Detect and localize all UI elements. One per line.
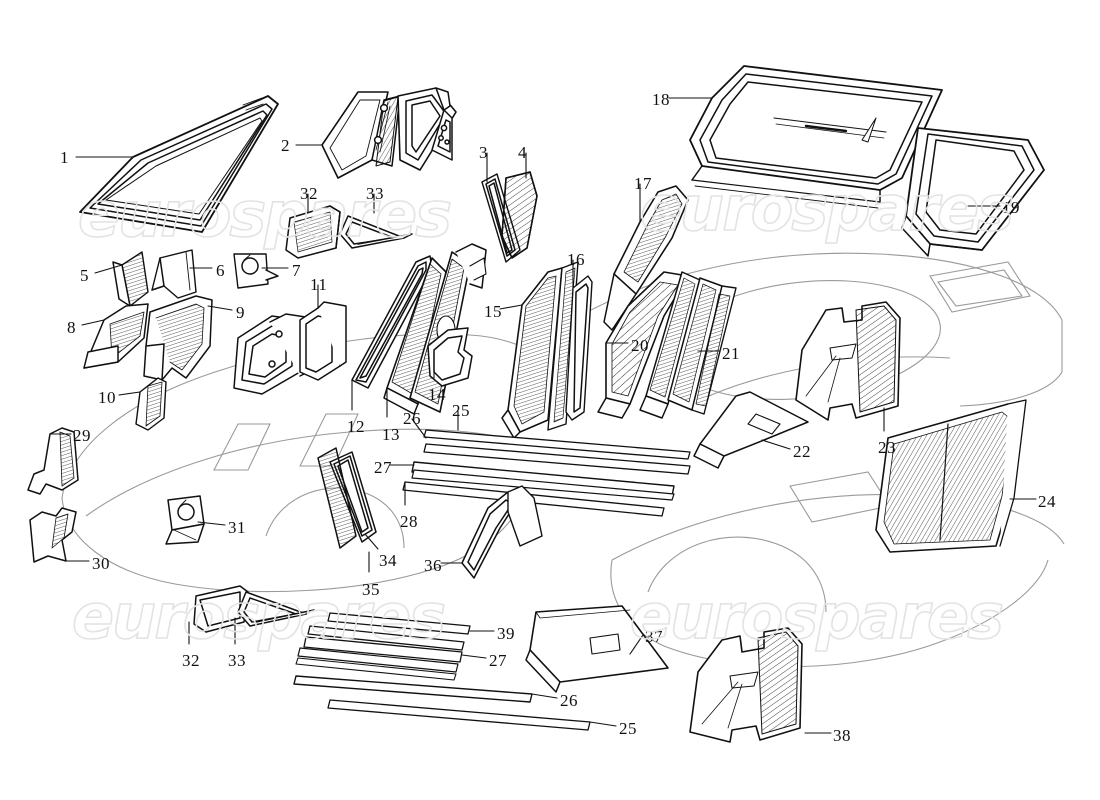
part-33-pad-upper (339, 215, 413, 249)
leader-line-37 (629, 634, 644, 655)
callout-label-8: 8 (67, 318, 76, 337)
callout-label-32b: 32 (182, 651, 200, 670)
part-37-floor-mat (525, 605, 669, 693)
callout-label-25: 25 (452, 401, 470, 420)
callout-label-21: 21 (722, 344, 740, 363)
callout-label-27: 27 (374, 458, 392, 477)
part-17-pillar (603, 185, 689, 331)
callout-label-20: 20 (631, 336, 649, 355)
part-14-bracket (427, 327, 473, 387)
callout-label-39: 39 (497, 624, 515, 643)
callout-label-31: 31 (228, 518, 246, 537)
part-16-strip (565, 275, 593, 421)
callout-label-4: 4 (518, 143, 527, 162)
callout-label-17: 17 (634, 174, 652, 193)
callout-label-1: 1 (60, 148, 69, 167)
leader-line-8 (81, 319, 105, 326)
part-38-tunnel-cover (689, 627, 803, 743)
callout-label-5: 5 (80, 266, 89, 285)
part-11-frame (233, 301, 347, 395)
callout-label-16: 16 (567, 250, 585, 269)
callout-label-6: 6 (216, 261, 225, 280)
callout-label-19: 19 (1002, 198, 1020, 217)
part-22-floor-panel (693, 391, 809, 469)
callout-label-24: 24 (1038, 492, 1056, 511)
callout-label-15: 15 (484, 302, 502, 321)
part-7-clip (233, 253, 279, 289)
part-2-trim-assembly (321, 87, 457, 179)
leader-line-15 (499, 304, 523, 310)
leader-line-34 (364, 533, 379, 550)
part-21-pillar-pads (639, 271, 737, 419)
leader-line-9 (207, 305, 233, 311)
part-35-hatched-strip (317, 447, 357, 549)
callout-label-23: 23 (878, 438, 896, 457)
callout-label-10: 10 (98, 388, 116, 407)
leader-line-10 (118, 391, 141, 396)
lower-seal-strips (293, 612, 591, 731)
callout-label-12: 12 (347, 417, 365, 436)
leader-line-31 (197, 521, 226, 526)
leader-line-27b (461, 654, 487, 659)
callout-label-18: 18 (652, 90, 670, 109)
callout-label-25b: 25 (619, 719, 637, 738)
part-29-bracket (27, 427, 79, 495)
leader-line-26b (531, 693, 558, 699)
callout-label-27b: 27 (489, 651, 507, 670)
callout-label-2: 2 (281, 136, 290, 155)
callout-label-26: 26 (403, 409, 421, 428)
callout-label-36: 36 (424, 556, 442, 575)
leader-line-22 (761, 439, 791, 450)
leader-line-26 (411, 418, 427, 439)
callout-label-28: 28 (400, 512, 418, 531)
callout-label-35: 35 (362, 580, 380, 599)
callout-label-34: 34 (379, 551, 397, 570)
callout-label-9: 9 (236, 303, 245, 322)
callout-label-14: 14 (428, 385, 446, 404)
part-8-panel (83, 303, 149, 369)
part-33-pad-lower (237, 591, 315, 627)
callout-label-30: 30 (92, 554, 110, 573)
part-31-clip (165, 495, 205, 545)
callout-label-26b: 26 (560, 691, 578, 710)
part-30-bracket (29, 507, 77, 563)
callout-label-37: 37 (645, 627, 663, 646)
callout-label-33: 33 (366, 184, 384, 203)
callout-label-29: 29 (73, 426, 91, 445)
part-6-corner (151, 249, 197, 299)
part-1-glass (79, 95, 279, 233)
callout-label-13: 13 (382, 425, 400, 444)
leader-line-5 (94, 264, 123, 274)
part-9-panel (143, 295, 213, 381)
callout-label-22: 22 (793, 442, 811, 461)
part-24-rear-panel (875, 399, 1027, 553)
leader-line-25b (589, 721, 617, 727)
callout-label-33b: 33 (228, 651, 246, 670)
part-4-pad (501, 171, 538, 259)
part-32-pad-upper (285, 205, 341, 259)
part-5-wedge (112, 251, 149, 307)
callout-label-3: 3 (479, 143, 488, 162)
part-23-tunnel-cover (795, 301, 901, 421)
callout-label-7: 7 (292, 261, 301, 280)
callout-label-38: 38 (833, 726, 851, 745)
part-13-pillar-trim (383, 243, 487, 415)
part-36-strip (461, 485, 543, 579)
part-19-window-frame (901, 127, 1045, 257)
part-10-pad (135, 377, 167, 431)
part-18-window-frame (689, 65, 943, 209)
callout-label-11: 11 (310, 275, 328, 294)
callout-label-32: 32 (300, 184, 318, 203)
